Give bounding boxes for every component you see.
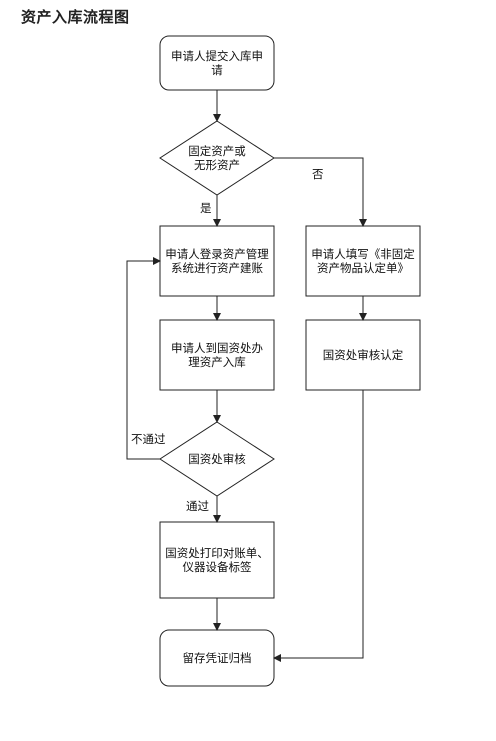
node-decide-label: 固定资产或无形资产 xyxy=(188,144,246,172)
node-fill-box xyxy=(305,225,421,297)
node-apply-label: 申请人提交入库申请 xyxy=(171,49,263,77)
node-login-label: 申请人登录资产管理系统进行资产建账 xyxy=(165,247,269,275)
edge-review-right-to-archive xyxy=(273,390,364,662)
edge-label-yes: 是 xyxy=(200,201,212,215)
node-review-label: 国资处审核 xyxy=(188,452,246,466)
node-print-label: 国资处打印对账单、仪器设备标签 xyxy=(165,546,269,574)
edge-label-pass: 通过 xyxy=(186,499,209,513)
edge-label-no: 否 xyxy=(312,167,324,181)
node-goto-box xyxy=(159,319,275,391)
edge-review-reject-loop xyxy=(126,257,161,460)
node-print-box xyxy=(159,521,275,599)
node-review-right-label: 国资处审核认定 xyxy=(322,348,404,362)
node-goto-label: 申请人到国资处办理资产入库 xyxy=(171,341,263,369)
node-archive-label: 留存凭证归档 xyxy=(182,651,252,665)
page-title: 资产入库流程图 xyxy=(21,8,130,26)
edge-decide-to-fill xyxy=(274,157,367,227)
edge-label-reject: 不通过 xyxy=(131,432,166,446)
node-fill-label: 申请人填写《非固定资产物品认定单》 xyxy=(311,247,415,275)
